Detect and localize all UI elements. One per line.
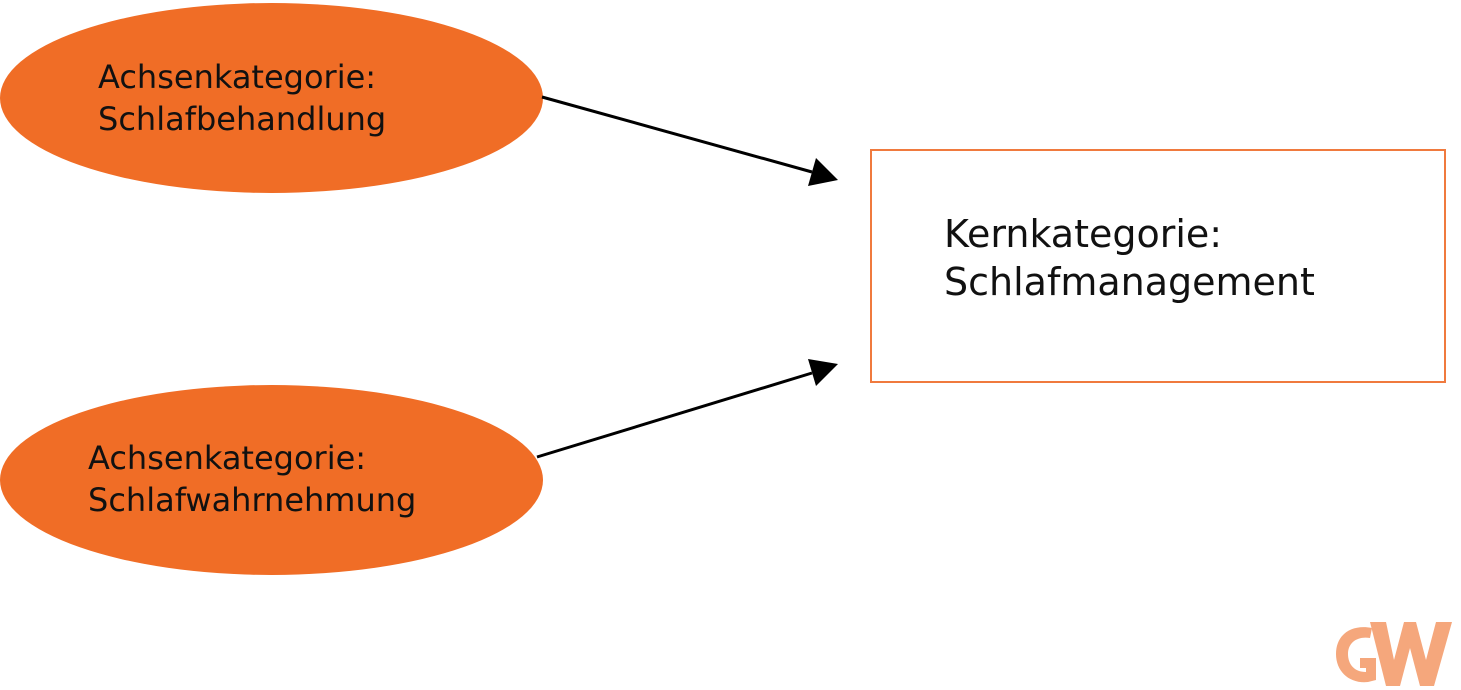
- core-category-box: [870, 149, 1446, 383]
- axis-category-top-line2: Schlafbehandlung: [98, 100, 387, 138]
- core-category-line2: Schlafmanagement: [944, 260, 1315, 304]
- arrow-top-head: [808, 158, 838, 186]
- axis-category-top-label: Achsenkategorie: Schlafbehandlung: [98, 56, 386, 140]
- axis-category-bottom-ellipse: [0, 385, 543, 575]
- axis-category-bottom-label: Achsenkategorie: Schlafwahrnehmung: [88, 437, 416, 521]
- axis-category-top-ellipse: [0, 3, 543, 193]
- gw-logo-icon: [1336, 622, 1452, 686]
- axis-category-top-line1: Achsenkategorie:: [98, 58, 377, 96]
- axis-category-bottom-line2: Schlafwahrnehmung: [88, 481, 417, 519]
- arrow-top-to-core: [541, 95, 838, 186]
- core-category-label: Kernkategorie: Schlafmanagement: [944, 210, 1315, 306]
- arrow-bottom-head: [808, 359, 838, 386]
- axis-category-bottom-line1: Achsenkategorie:: [88, 439, 367, 477]
- core-category-line1: Kernkategorie:: [944, 212, 1223, 256]
- arrow-bottom-to-core: [536, 359, 838, 459]
